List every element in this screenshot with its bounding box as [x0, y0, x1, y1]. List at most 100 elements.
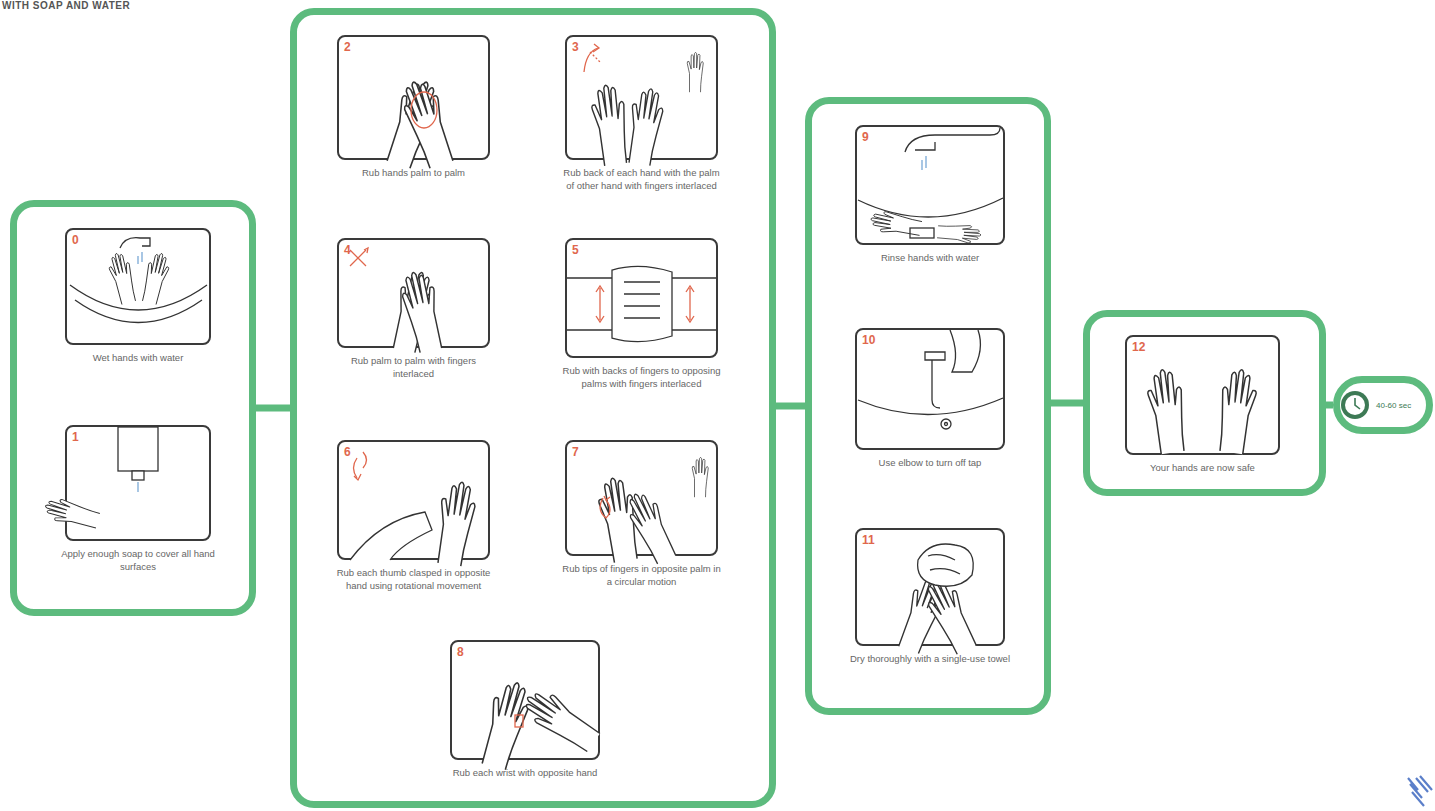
group-connector [1326, 402, 1333, 409]
step-0-art [120, 238, 150, 248]
step-caption: Your hands are now safe [1123, 461, 1283, 474]
step-panel: 0Wet hands with water [65, 228, 211, 345]
step-panel: 2Rub hands palm to palm [337, 35, 490, 160]
step-panel: 11Dry thoroughly with a single-use towel [855, 528, 1005, 646]
step-9-art [922, 156, 926, 170]
step-3-art [584, 48, 598, 72]
step-12-art [1145, 368, 1259, 455]
step-caption: Rub tips of fingers in opposite palm in … [562, 562, 722, 588]
step-5-art [567, 266, 716, 341]
step-number: 2 [344, 40, 351, 54]
step-8-art [477, 678, 533, 771]
step-1-art [118, 427, 158, 471]
step-7-art [622, 488, 679, 566]
step-panel: 6Rub each thumb clasped in opposite hand… [337, 440, 490, 560]
timer-badge: 40-60 sec [1333, 376, 1433, 434]
step-6-art [354, 452, 367, 478]
clock-icon [1345, 395, 1365, 415]
step-0-art [138, 252, 142, 264]
step-5-art [672, 278, 716, 330]
step-6-art [350, 452, 478, 567]
step-2-art [397, 77, 457, 171]
step-3-art [687, 52, 703, 92]
step-11-art [895, 544, 981, 656]
step-caption: Rub each thumb clasped in opposite hand … [334, 566, 494, 592]
step-number: 11 [862, 533, 875, 547]
step-5-art [686, 286, 694, 322]
step-0-art [75, 300, 202, 323]
step-caption: Rub back of each hand with the palm of o… [562, 166, 722, 192]
step-caption: Rub with backs of fingers to opposing pa… [562, 364, 722, 390]
step-number: 8 [457, 645, 464, 659]
step-9-art [905, 128, 1000, 152]
step-0-art [70, 238, 207, 323]
step-caption: Wet hands with water [58, 351, 218, 364]
step-9-art [869, 209, 923, 238]
step-4-art [364, 248, 368, 253]
step-9-art [937, 223, 982, 244]
step-10-art [858, 398, 1003, 415]
step-12-art [1145, 368, 1190, 455]
clock-icon [1341, 391, 1369, 419]
step-group: 12Your hands are now safe [1083, 310, 1326, 496]
step-2-art [411, 92, 437, 128]
step-9-art [910, 228, 934, 238]
step-4-art [398, 269, 446, 354]
logo-mark [1408, 776, 1432, 806]
step-11-art [918, 544, 974, 586]
step-7-art [600, 498, 610, 518]
step-6-art [350, 512, 432, 560]
step-10-art [945, 423, 948, 426]
step-10-art [950, 330, 980, 372]
step-4-art [350, 250, 366, 266]
step-2-art [382, 77, 442, 171]
step-group: 9Rinse hands with water 10Use elbow to tu… [805, 97, 1051, 715]
step-panel: 10Use elbow to turn off tap [855, 328, 1005, 450]
step-caption: Rub each wrist with opposite hand [445, 766, 605, 779]
step-10-art [941, 419, 951, 429]
step-panel: 12Your hands are now safe [1125, 335, 1280, 455]
clock-icon [1341, 391, 1369, 419]
step-caption: Use elbow to turn off tap [850, 456, 1010, 469]
step-6-art [433, 480, 478, 567]
step-8-art [519, 684, 603, 756]
step-group: 2Rub hands palm to palm3Rub back of each… [290, 8, 776, 808]
step-4-art [350, 248, 446, 354]
step-number: 5 [572, 243, 579, 257]
step-1-art [137, 482, 138, 492]
step-number: 12 [1132, 340, 1145, 354]
step-8-art [515, 715, 523, 727]
step-number: 4 [344, 243, 351, 257]
step-panel: 9Rinse hands with water [855, 125, 1005, 245]
step-7-art [595, 475, 643, 563]
step-number: 0 [72, 233, 79, 247]
step-10-art [925, 352, 945, 360]
duration-text: 40-60 sec [1376, 383, 1411, 427]
step-number: 3 [572, 40, 579, 54]
logo-mark [1408, 776, 1432, 806]
group-connector [256, 405, 290, 412]
step-9-art [858, 198, 1003, 217]
step-3-art [625, 87, 666, 167]
step-number: 7 [572, 445, 579, 459]
step-caption: Apply enough soap to cover all hand surf… [58, 547, 218, 573]
step-panel: 1Apply enough soap to cover all hand sur… [65, 425, 211, 541]
step-2-art [382, 77, 457, 171]
step-10-art [932, 360, 940, 408]
step-caption: Rub hands palm to palm [334, 166, 494, 179]
clock-icon [1355, 398, 1360, 409]
step-7-art [692, 457, 708, 497]
step-11-art [895, 573, 950, 655]
step-5-art [567, 278, 612, 330]
step-caption: Rub palm to palm with fingers interlaced [334, 354, 494, 380]
step-0-art [70, 285, 207, 310]
step-panel: 8Rub each wrist with opposite hand [450, 640, 600, 760]
step-panel: 3Rub back of each hand with the palm of … [565, 35, 718, 160]
step-11-art [928, 555, 960, 574]
step-3-art [593, 44, 599, 52]
step-7-art [604, 496, 610, 500]
step-caption: Dry thoroughly with a single-use towel [850, 652, 1010, 665]
step-0-art [139, 251, 172, 305]
